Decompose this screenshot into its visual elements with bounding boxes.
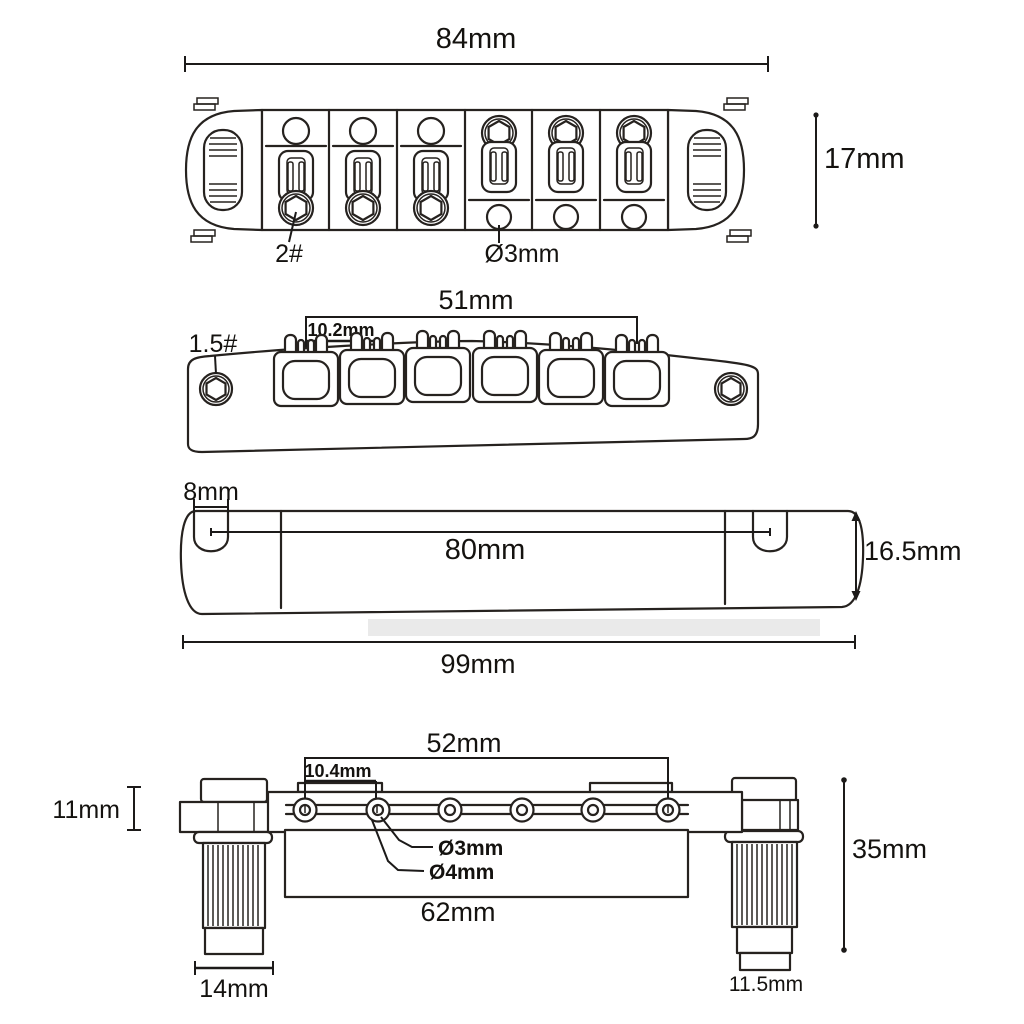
tailpiece-view: 8mm 80mm 16.5mm 99mm	[179, 478, 962, 679]
dim-84mm-label: 84mm	[436, 23, 517, 55]
saddle-screw-label: 2#	[275, 240, 303, 268]
left-mounting-post	[178, 777, 274, 956]
dim-14mm: 14mm	[194, 961, 274, 1003]
string-holes	[292, 797, 681, 823]
dim-16-5mm-label: 16.5mm	[864, 536, 962, 566]
bushing-tip-end	[738, 951, 792, 972]
height-screw-label: 1.5#	[189, 330, 238, 358]
dim-35mm-label: 35mm	[852, 834, 927, 864]
dim-10-4mm-label: 10.4mm	[304, 761, 371, 781]
thread-slot-hatching	[693, 137, 721, 203]
knurling	[207, 845, 259, 926]
print-artifact	[368, 619, 820, 636]
knurling	[736, 844, 793, 925]
dim-51mm: 51mm	[305, 285, 638, 350]
post-thumbwheel	[178, 800, 272, 834]
dim-62mm-label: 62mm	[420, 897, 495, 927]
dim-99mm: 99mm	[182, 635, 856, 679]
thread-slot-hatching	[209, 137, 237, 203]
string-hole-label: Ø3mm	[485, 240, 560, 268]
bridge-top-view: 84mm	[184, 23, 905, 268]
tailpiece-body	[179, 509, 865, 616]
bridge-plate	[266, 781, 744, 899]
dim-52mm: 52mm	[304, 728, 669, 798]
stud-notch	[751, 509, 789, 553]
label-hole-outer-diameter: Ø4mm	[371, 819, 494, 884]
bridge-side-view: 51mm 10.2mm 1.5#	[186, 285, 760, 454]
dim-16-5mm: 16.5mm	[851, 511, 962, 601]
right-mounting-post	[723, 776, 805, 972]
height-screw-icon	[713, 371, 749, 407]
bridge-side-body	[186, 329, 760, 454]
plate-outline-box	[283, 828, 690, 899]
knurled-bushing	[730, 840, 799, 929]
dim-99mm-label: 99mm	[440, 649, 515, 679]
bushing-flange	[192, 830, 274, 845]
dim-11mm-label: 11mm	[52, 796, 120, 824]
mount-tab-icon	[726, 229, 752, 243]
dim-17mm-label: 17mm	[824, 143, 905, 175]
bridge-front-view: 52mm 10.4mm 11mm Ø3mm Ø4mm 62mm 35mm	[52, 728, 927, 1003]
mount-tab-icon	[190, 229, 216, 243]
hole-inner-diameter-label: Ø3mm	[438, 837, 503, 860]
bushing-tip	[203, 926, 265, 956]
dim-80mm-label: 80mm	[445, 534, 526, 566]
label-height-screw: 1.5#	[189, 330, 238, 375]
mount-tab-icon	[193, 97, 219, 111]
label-string-hole: Ø3mm	[485, 225, 560, 268]
dim-8mm: 8mm	[183, 478, 239, 513]
stud-notch	[192, 509, 230, 553]
label-hole-inner-diameter: Ø3mm	[380, 816, 503, 860]
height-screw-icon	[198, 371, 234, 407]
dim-11mm: 11mm	[52, 786, 141, 831]
hole-outer-diameter-label: Ø4mm	[429, 861, 494, 884]
label-saddle-screw: 2#	[275, 211, 303, 268]
bushing-tip	[735, 925, 794, 955]
dim-17mm: 17mm	[813, 112, 905, 229]
bridge-top-body	[184, 97, 752, 243]
dim-35mm: 35mm	[841, 777, 927, 953]
roller-saddle	[603, 333, 671, 408]
left-end-cap	[184, 108, 264, 232]
dim-14mm-label: 14mm	[199, 975, 268, 1003]
dim-8mm-label: 8mm	[183, 478, 239, 506]
mount-tab-icon	[723, 97, 749, 111]
dim-84mm: 84mm	[184, 23, 769, 72]
dim-80mm: 80mm	[210, 528, 771, 566]
dim-11-5mm-label: 11.5mm	[729, 973, 803, 996]
dim-51mm-label: 51mm	[438, 285, 513, 315]
dim-10-4mm: 10.4mm	[304, 761, 377, 798]
dim-11-5mm: 11.5mm	[729, 973, 803, 996]
dim-52mm-label: 52mm	[426, 728, 501, 758]
post-hex-cap	[199, 777, 269, 804]
dim-62mm: 62mm	[420, 897, 495, 927]
right-end-cap	[666, 108, 746, 232]
